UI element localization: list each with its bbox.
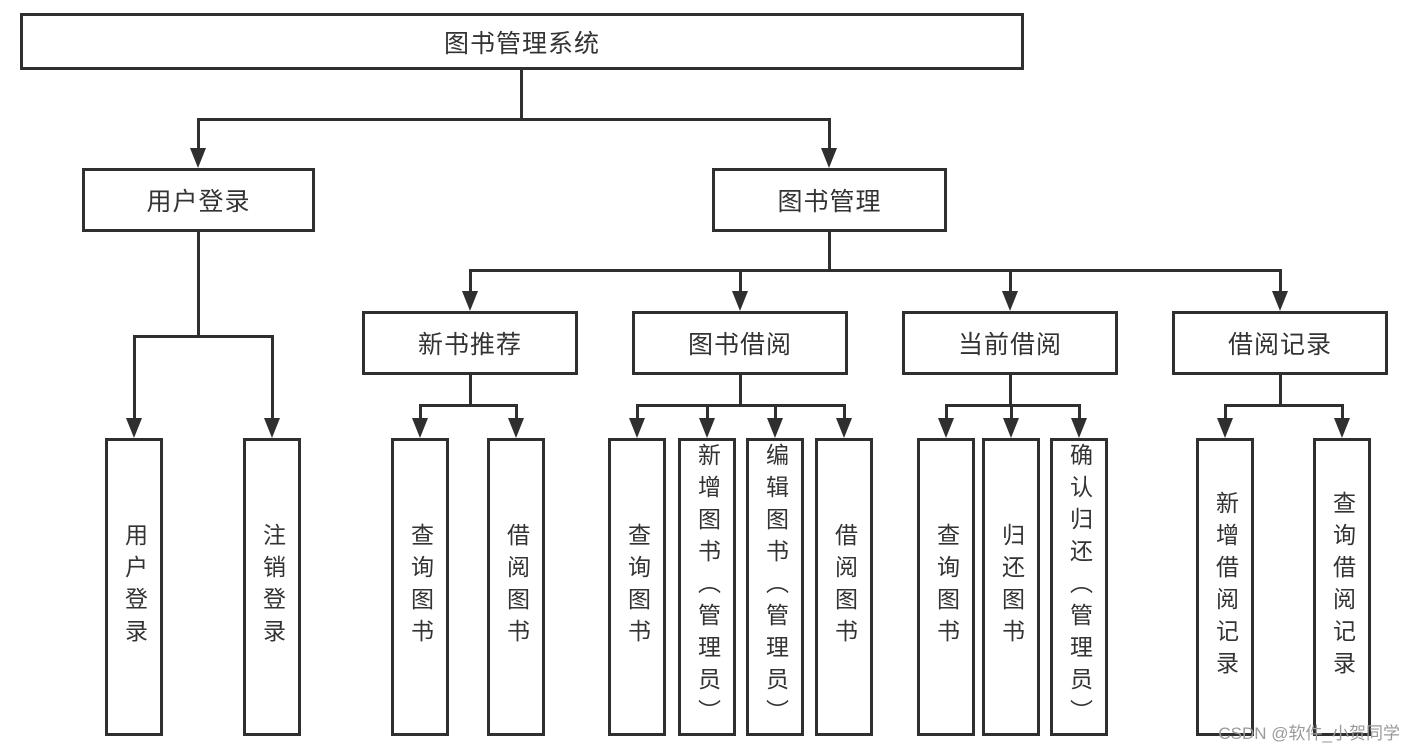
leaf-borrow-books-recommend: 借阅图书 <box>487 438 545 736</box>
edge-new-book-stem <box>469 375 472 407</box>
arrowhead-down-icon <box>767 418 783 438</box>
arrowhead-down-icon <box>938 418 954 438</box>
arrowhead-down-icon <box>462 291 478 311</box>
node-current-borrowing-label: 当前借阅 <box>957 331 1062 359</box>
edge-borrowing-child3-stem <box>774 404 777 420</box>
edge-user-login-stem <box>197 232 200 338</box>
leaf-confirm-return-admin: 确认归还（管理员） <box>1050 438 1108 736</box>
edge-new-book-bar <box>419 404 518 407</box>
edge-current-child2-stem <box>1010 404 1013 420</box>
leaf-edit-book-admin: 编辑图书（管理员） <box>746 438 804 736</box>
arrowhead-down-icon <box>1334 418 1350 438</box>
leaf-borrow-books-borrowing-label: 借阅图书 <box>831 523 858 651</box>
leaf-query-borrow-record: 查询借阅记录 <box>1313 438 1371 736</box>
arrowhead-down-icon <box>699 418 715 438</box>
leaf-add-book-admin-label: 新增图书（管理员） <box>694 443 721 731</box>
node-borrowing-records-label: 借阅记录 <box>1227 331 1332 359</box>
node-user-login: 用户登录 <box>82 168 315 232</box>
leaf-edit-book-admin-label: 编辑图书（管理员） <box>762 443 789 731</box>
arrowhead-down-icon <box>732 291 748 311</box>
edge-book-mgmt-bar <box>469 269 1282 272</box>
node-library-system: 图书管理系统 <box>20 13 1024 70</box>
edge-book-mgmt-stem <box>828 232 831 272</box>
edge-root-bar <box>197 118 831 121</box>
edge-borrowing-stem <box>739 375 742 407</box>
arrowhead-down-icon <box>190 148 206 168</box>
edge-current-bar <box>945 404 1081 407</box>
node-book-management: 图书管理 <box>712 168 947 232</box>
node-library-system-label: 图书管理系统 <box>443 29 600 58</box>
arrowhead-down-icon <box>629 418 645 438</box>
edge-borrowing-child1-stem <box>636 404 639 420</box>
edge-borrowing-bar <box>636 404 846 407</box>
arrowhead-down-icon <box>508 418 524 438</box>
leaf-borrow-books-recommend-label: 借阅图书 <box>503 523 530 651</box>
arrowhead-down-icon <box>412 418 428 438</box>
node-current-borrowing: 当前借阅 <box>902 311 1118 375</box>
leaf-user-login: 用户登录 <box>105 438 163 736</box>
node-book-borrowing-label: 图书借阅 <box>687 331 792 359</box>
edge-current-stem <box>1009 375 1012 407</box>
leaf-query-books-current-label: 查询图书 <box>933 523 960 651</box>
node-new-book-recommend-label: 新书推荐 <box>417 331 522 359</box>
arrowhead-down-icon <box>821 148 837 168</box>
edge-records-stem <box>1279 375 1282 407</box>
arrowhead-down-icon <box>1272 291 1288 311</box>
leaf-query-borrow-record-label: 查询借阅记录 <box>1329 491 1356 683</box>
leaf-user-login-label: 用户登录 <box>121 523 148 651</box>
leaf-query-books-borrowing: 查询图书 <box>608 438 666 736</box>
leaf-query-books-recommend-label: 查询图书 <box>407 523 434 651</box>
leaf-add-book-admin: 新增图书（管理员） <box>678 438 736 736</box>
edge-root-left-stem <box>197 118 200 150</box>
edge-records-child1-stem <box>1224 404 1227 420</box>
arrowhead-down-icon <box>1071 418 1087 438</box>
leaf-query-books-current: 查询图书 <box>917 438 975 736</box>
edge-new-book-child2-stem <box>515 404 518 420</box>
leaf-return-book: 归还图书 <box>982 438 1040 736</box>
edge-user-login-child2-stem <box>271 335 274 420</box>
node-book-borrowing: 图书借阅 <box>632 311 848 375</box>
edge-book-mgmt-child2-stem <box>739 269 742 293</box>
edge-book-mgmt-child3-stem <box>1009 269 1012 293</box>
node-borrowing-records: 借阅记录 <box>1172 311 1388 375</box>
edge-records-child2-stem <box>1341 404 1344 420</box>
edge-root-right-stem <box>828 118 831 150</box>
edge-current-child1-stem <box>945 404 948 420</box>
leaf-return-book-label: 归还图书 <box>998 523 1025 651</box>
arrowhead-down-icon <box>1003 418 1019 438</box>
leaf-add-borrow-record-label: 新增借阅记录 <box>1212 491 1239 683</box>
watermark: CSDN @软件_小贺同学 <box>1218 724 1400 743</box>
node-book-management-label: 图书管理 <box>777 188 882 216</box>
node-new-book-recommend: 新书推荐 <box>362 311 578 375</box>
leaf-borrow-books-borrowing: 借阅图书 <box>815 438 873 736</box>
edge-new-book-child1-stem <box>419 404 422 420</box>
leaf-logout-label: 注销登录 <box>259 523 286 651</box>
leaf-add-borrow-record: 新增借阅记录 <box>1196 438 1254 736</box>
arrowhead-down-icon <box>1002 291 1018 311</box>
edge-borrowing-child4-stem <box>843 404 846 420</box>
edge-book-mgmt-child4-stem <box>1279 269 1282 293</box>
edge-user-login-bar <box>133 335 274 338</box>
edge-book-mgmt-child1-stem <box>469 269 472 293</box>
arrowhead-down-icon <box>264 418 280 438</box>
edge-records-bar <box>1224 404 1344 407</box>
arrowhead-down-icon <box>1217 418 1233 438</box>
leaf-query-books-borrowing-label: 查询图书 <box>624 523 651 651</box>
node-user-login-label: 用户登录 <box>146 188 251 216</box>
edge-root-stem <box>520 70 523 121</box>
leaf-query-books-recommend: 查询图书 <box>391 438 449 736</box>
edge-current-child3-stem <box>1078 404 1081 420</box>
arrowhead-down-icon <box>126 418 142 438</box>
leaf-logout: 注销登录 <box>243 438 301 736</box>
leaf-confirm-return-admin-label: 确认归还（管理员） <box>1066 443 1093 731</box>
arrowhead-down-icon <box>836 418 852 438</box>
edge-borrowing-child2-stem <box>706 404 709 420</box>
edge-user-login-child1-stem <box>133 335 136 420</box>
